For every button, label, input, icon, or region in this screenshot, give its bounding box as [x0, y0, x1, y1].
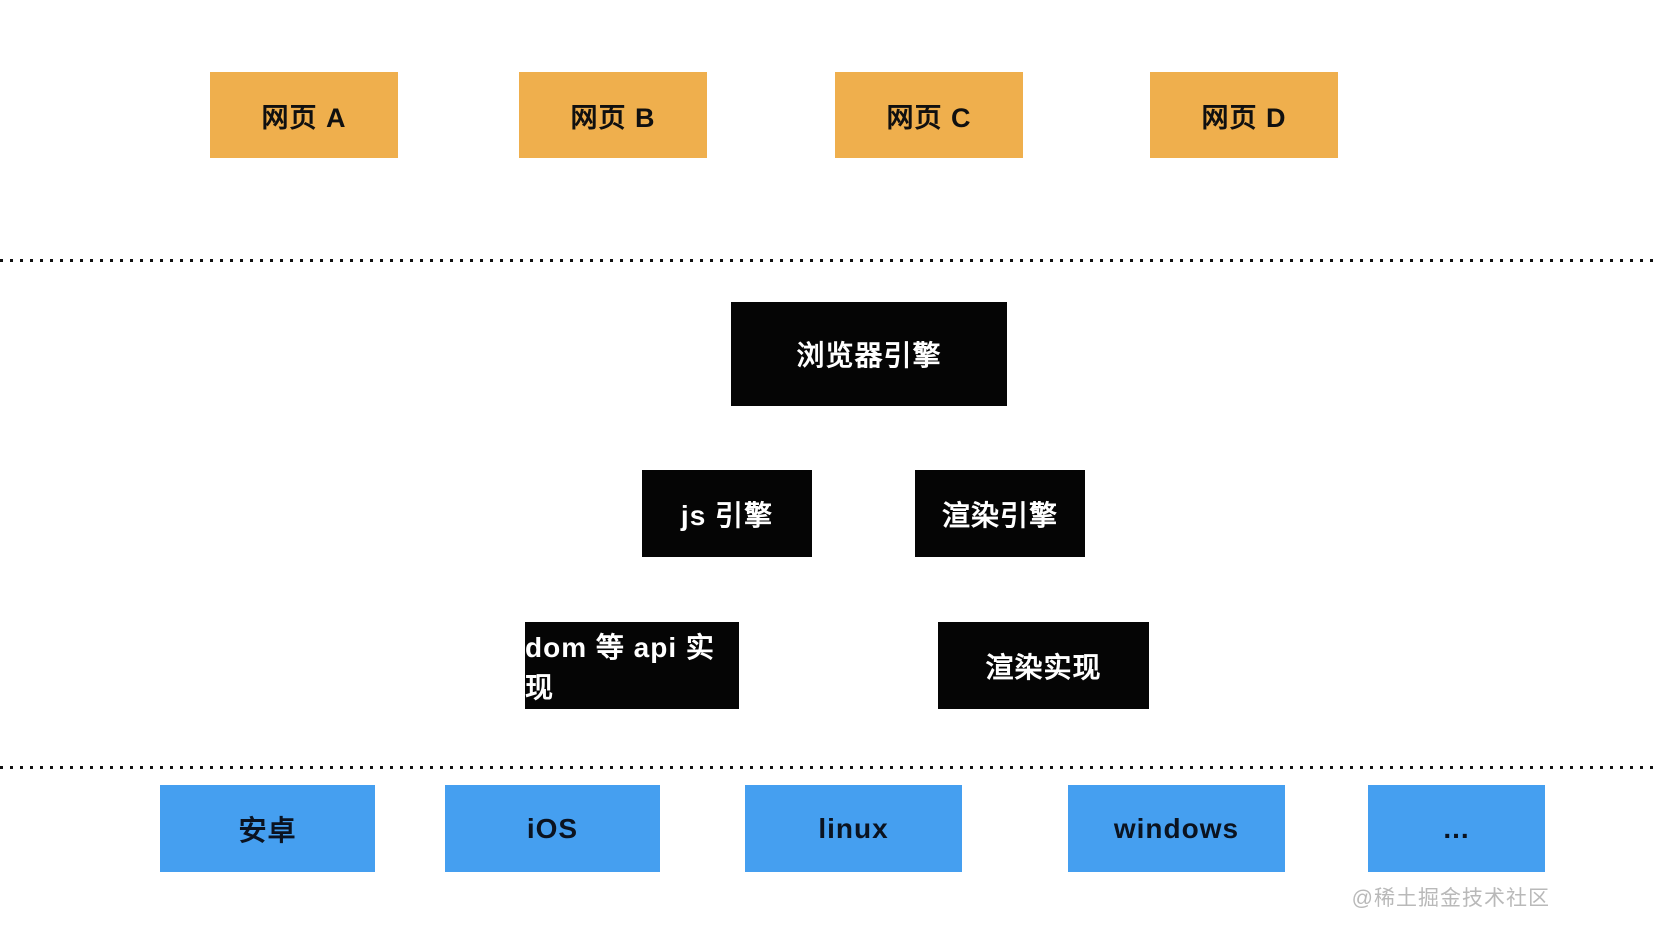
platform-box-android: 安卓	[160, 785, 375, 872]
render-engine-box: 渲染引擎	[915, 470, 1085, 557]
separator-dotted-bottom	[0, 766, 1656, 769]
js-engine-box: js 引擎	[642, 470, 812, 557]
platform-box-linux: linux	[745, 785, 962, 872]
webpage-box-b: 网页 B	[519, 72, 707, 158]
separator-dotted-top	[0, 259, 1656, 262]
platform-box-more: ...	[1368, 785, 1545, 872]
webpage-box-d: 网页 D	[1150, 72, 1338, 158]
render-implementation-box: 渲染实现	[938, 622, 1149, 709]
webpage-box-a: 网页 A	[210, 72, 398, 158]
webpage-box-c: 网页 C	[835, 72, 1023, 158]
browser-engine-box: 浏览器引擎	[731, 302, 1007, 406]
watermark: @稀土掘金技术社区	[1351, 887, 1550, 910]
platform-box-windows: windows	[1068, 785, 1285, 872]
dom-api-implementation-box: dom 等 api 实现	[525, 622, 739, 709]
platform-box-ios: iOS	[445, 785, 660, 872]
